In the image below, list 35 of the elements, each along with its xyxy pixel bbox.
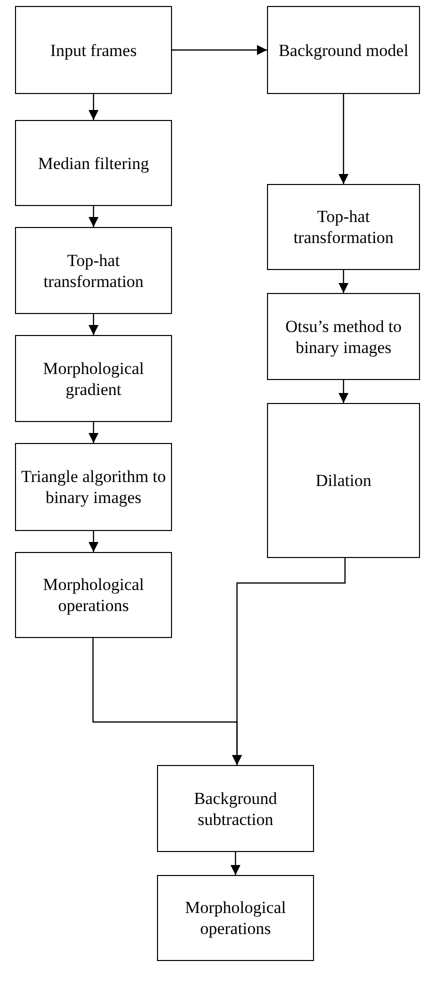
box-label: Dilation — [316, 470, 372, 491]
process-box — [15, 227, 172, 314]
process-box — [267, 403, 420, 558]
box-label: Otsu’s method to binary images — [284, 316, 403, 358]
arrow — [232, 558, 346, 765]
arrow — [88, 314, 98, 335]
box-label: Morphological operations — [42, 574, 146, 616]
process-box — [157, 875, 314, 961]
arrow — [88, 206, 98, 227]
box-label: Median filtering — [38, 152, 149, 174]
box-label: Input frames — [50, 40, 137, 60]
box-label: Background model — [278, 40, 408, 60]
process-box — [15, 443, 172, 531]
box-label: Top-hat transformation — [42, 250, 145, 292]
process-box — [157, 765, 314, 852]
box-label: Morphological operations — [184, 897, 288, 939]
arrow — [338, 380, 348, 403]
box-label: Morphological gradient — [42, 358, 146, 400]
arrow — [88, 94, 98, 120]
process-box — [15, 6, 172, 94]
process-box — [267, 293, 420, 380]
arrow — [338, 270, 348, 293]
arrow — [88, 531, 98, 552]
process-box — [267, 6, 420, 94]
arrow — [88, 422, 98, 443]
arrow — [338, 94, 348, 184]
box-label: Triangle algorithm to binary images — [20, 466, 167, 508]
process-box — [15, 552, 172, 638]
arrow — [172, 45, 267, 55]
arrow — [230, 852, 240, 875]
process-box — [15, 120, 172, 206]
box-label: Background subtraction — [192, 788, 278, 830]
process-box — [267, 184, 420, 270]
box-label: Top-hat transformation — [292, 206, 395, 248]
process-box — [15, 335, 172, 422]
